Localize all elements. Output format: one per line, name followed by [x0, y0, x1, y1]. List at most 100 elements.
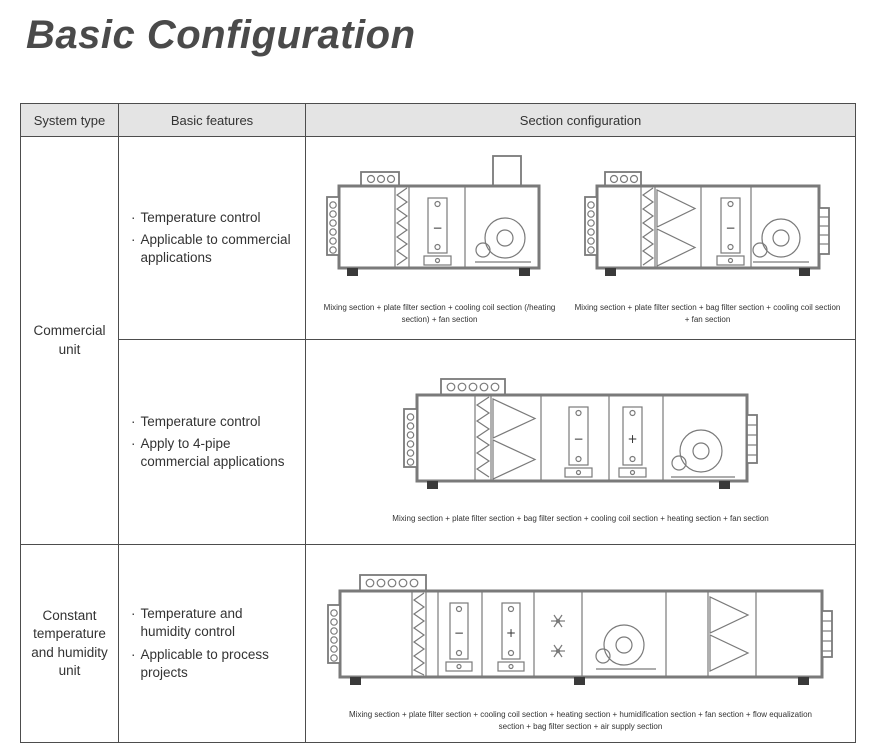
page-title: Basic Configuration: [26, 13, 416, 57]
feature-text: Temperature and humidity control: [140, 606, 243, 640]
configuration-table: System type Basic features Section confi…: [20, 103, 856, 743]
intake-louver-icon: [402, 408, 418, 469]
diagram-caption: Mixing section + plate filter section + …: [574, 303, 841, 324]
diagram-ahu-3: − +: [392, 359, 769, 525]
cooling-coil-icon: −: [422, 197, 452, 267]
cell-system-type-commercial: Commercial unit: [20, 136, 119, 545]
feature-text: Applicable to process projects: [140, 646, 269, 680]
header-system-type: System type: [20, 103, 119, 137]
foot: [798, 268, 810, 277]
heating-coil-icon: +: [617, 406, 647, 478]
diagram-caption: Mixing section + plate filter section + …: [392, 514, 769, 524]
feature-item: · Apply to 4-pipe commercial application…: [131, 435, 295, 471]
feature-text: Temperature control: [140, 413, 261, 429]
feature-item: · Temperature and humidity control: [131, 605, 295, 641]
coil-symbol: −: [573, 432, 583, 446]
table-row: · Temperature control · Apply to 4-pipe …: [21, 339, 856, 545]
bag-filter-icon: [655, 187, 702, 268]
feature-item: · Temperature control: [131, 209, 295, 227]
table-row: Commercial unit · Temperature control · …: [20, 136, 856, 545]
table-header-row: System type Basic features Section confi…: [20, 103, 856, 137]
ahu-schematic-3: − +: [402, 378, 758, 490]
unit-body: [337, 184, 540, 270]
top-vent-icon: [603, 171, 642, 188]
bullet: ·: [131, 231, 136, 247]
outlet-grille-icon: [817, 207, 830, 256]
diagram-caption: Mixing section + plate filter section + …: [349, 709, 812, 731]
outlet-grille-icon: [745, 414, 758, 465]
plate-filter-icon: [410, 591, 427, 676]
top-vent-icon: [358, 574, 427, 592]
table-row: Constant temperature and humidity unit ·…: [20, 544, 856, 743]
fan-icon: [751, 218, 809, 264]
heating-coil-icon: +: [496, 602, 525, 672]
foot: [426, 481, 438, 490]
plate-filter-icon: [473, 396, 492, 481]
bullet: ·: [131, 435, 136, 451]
plate-filter-icon: [393, 187, 410, 268]
plate-filter-icon: [639, 187, 656, 268]
coil-symbol: +: [505, 626, 515, 640]
top-vent-icon: [439, 378, 506, 397]
feature-text: Temperature control: [140, 209, 261, 225]
foot: [346, 268, 358, 277]
diagram-ahu-2: −: [574, 150, 842, 325]
diagram-ahu-4: − +: [326, 555, 836, 732]
diagram-group: − +: [306, 359, 855, 525]
fan-icon: [474, 217, 531, 264]
bullet: ·: [131, 646, 136, 662]
foot: [349, 676, 361, 685]
coil-symbol: −: [453, 626, 463, 640]
feature-item: · Applicable to process projects: [131, 646, 295, 682]
bag-filter-icon: [708, 591, 757, 676]
foot: [797, 676, 809, 685]
header-section-configuration: Section configuration: [305, 103, 856, 137]
cooling-coil-icon: −: [715, 197, 745, 267]
diagram-group: − +: [306, 555, 855, 732]
outlet-grille-icon: [820, 610, 833, 658]
coil-symbol: −: [432, 221, 442, 235]
foot: [718, 481, 730, 490]
intake-louver-icon: [326, 604, 341, 664]
cooling-coil-icon: −: [444, 602, 473, 672]
diagram-caption: Mixing section + plate filter section + …: [323, 303, 556, 324]
feature-item: · Temperature control: [131, 413, 295, 431]
ahu-schematic-1: −: [325, 155, 540, 277]
ahu-schematic-2: −: [583, 171, 830, 277]
feature-text: Apply to 4-pipe commercial applications: [140, 435, 285, 470]
cell-features-commercial-2: · Temperature control · Apply to 4-pipe …: [118, 339, 306, 545]
diagram-group: −: [306, 150, 855, 325]
unit-body: [415, 393, 748, 483]
unit-body: [338, 589, 823, 679]
ahu-schematic-4: − +: [326, 574, 833, 685]
coil-symbol: −: [725, 221, 735, 235]
feature-item: · Applicable to commercial applications: [131, 231, 295, 267]
header-basic-features: Basic features: [118, 103, 306, 137]
cell-diagrams-commercial-2: − +: [305, 339, 856, 545]
bag-filter-icon: [491, 396, 542, 481]
cell-features-commercial-1: · Temperature control · Applicable to co…: [118, 136, 306, 340]
foot: [573, 676, 585, 685]
cell-features-constant: · Temperature and humidity control · App…: [118, 544, 306, 743]
coil-symbol: +: [627, 432, 637, 446]
intake-louver-icon: [583, 196, 598, 257]
foot: [518, 268, 530, 277]
bullet: ·: [131, 606, 136, 622]
foot: [604, 268, 616, 277]
page: Basic Configuration System type Basic fe…: [0, 12, 875, 755]
feature-text: Applicable to commercial applications: [140, 231, 291, 266]
unit-body: [595, 184, 820, 270]
cell-diagrams-commercial-1: −: [305, 136, 856, 340]
cell-system-type-constant: Constant temperature and humidity unit: [20, 544, 119, 743]
intake-louver-icon: [325, 196, 340, 257]
humidifier-icon: [550, 614, 565, 658]
bullet: ·: [131, 209, 136, 225]
discharge-duct-icon: [491, 155, 522, 190]
bullet: ·: [131, 413, 136, 429]
diagram-ahu-1: −: [320, 150, 560, 325]
fan-icon: [670, 429, 735, 478]
fan-icon: [594, 624, 656, 670]
cell-diagrams-constant: − +: [305, 544, 856, 743]
cooling-coil-icon: −: [563, 406, 593, 478]
top-vent-icon: [359, 171, 400, 188]
